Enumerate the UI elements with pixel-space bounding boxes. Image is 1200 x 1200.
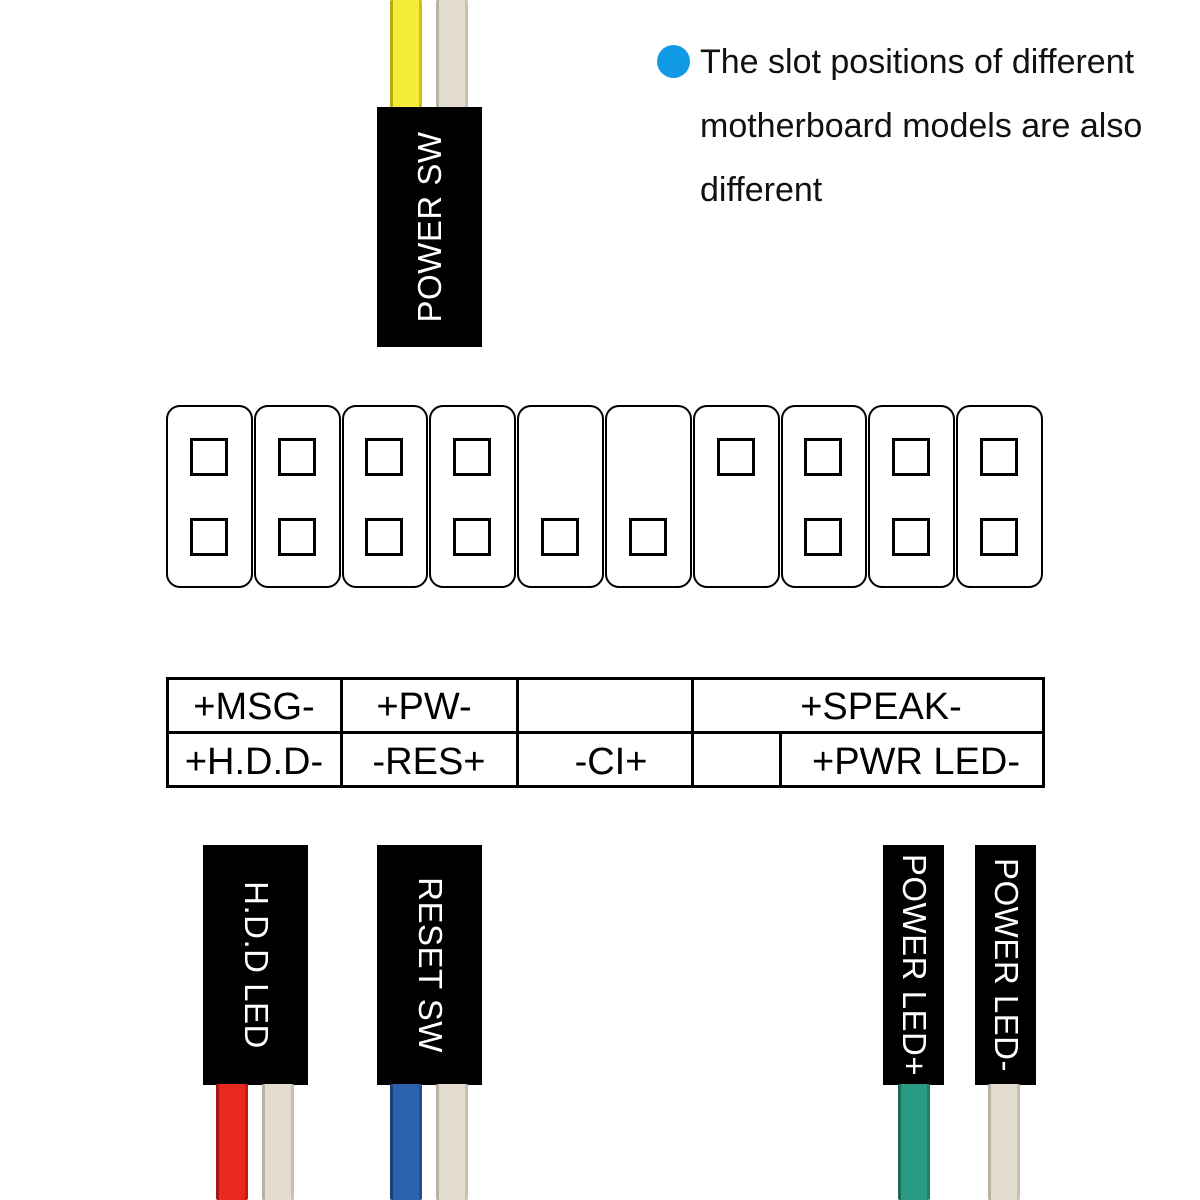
top-row-pin: [365, 438, 404, 476]
power-led-plus-label: POWER LED+: [895, 853, 933, 1077]
bottom-row-pin: [892, 518, 931, 556]
note-line-1: The slot positions of different: [700, 43, 1135, 81]
power-led-plus-label-box: POWER LED+: [883, 845, 944, 1085]
table-divider: [340, 677, 343, 788]
reset-sw-wire-signal: [390, 1084, 422, 1200]
label-msg: +MSG-: [193, 686, 315, 728]
top-row-pin: [804, 438, 843, 476]
hdd-led-wire-ground: [262, 1084, 294, 1200]
header-slot: [429, 405, 517, 588]
header-slot: [692, 405, 780, 588]
bottom-row-pin: [541, 518, 580, 556]
power-sw-wire-signal: [390, 0, 422, 110]
reset-sw-wire-ground: [436, 1084, 468, 1200]
top-row-pin: [189, 438, 228, 476]
top-row-pin: [277, 438, 316, 476]
hdd-led-label: H.D.D LED: [237, 881, 275, 1049]
top-row-pin: [716, 438, 755, 476]
table-divider: [691, 677, 694, 788]
bottom-row-pin: [453, 518, 492, 556]
bottom-row-pin: [980, 518, 1019, 556]
label-ci: -CI+: [574, 741, 648, 783]
power-sw-wire-ground: [436, 0, 468, 110]
bottom-row-pin: [804, 518, 843, 556]
power-led-plus-wire: [898, 1084, 930, 1200]
power-led-minus-wire: [988, 1084, 1020, 1200]
label-res: -RES+: [372, 741, 486, 783]
header-slot: [517, 405, 604, 588]
bullet-dot-icon: [657, 45, 690, 78]
front-panel-header: [166, 405, 1044, 588]
bottom-row-pin: [365, 518, 404, 556]
header-slot: [341, 405, 429, 588]
pin-label-table: +MSG- +PW- +SPEAK- +H.D.D- -RES+ -CI+ +P…: [166, 677, 1045, 788]
label-pwr-led: +PWR LED-: [812, 741, 1020, 783]
reset-sw-label-box: RESET SW: [377, 845, 482, 1085]
reset-sw-label: RESET SW: [411, 877, 449, 1053]
power-led-minus-label: POWER LED-: [987, 857, 1025, 1073]
top-row-pin: [453, 438, 492, 476]
header-slot: [868, 405, 956, 588]
top-row-pin: [892, 438, 931, 476]
top-row-pin: [980, 438, 1019, 476]
power-sw-label-box: POWER SW: [377, 107, 482, 347]
table-divider: [516, 677, 519, 788]
bottom-row-pin: [628, 518, 667, 556]
header-slot: [780, 405, 868, 588]
table-border-left: [166, 677, 169, 788]
power-sw-label: POWER SW: [410, 131, 448, 323]
header-slot: [605, 405, 692, 588]
header-slot: [166, 405, 253, 588]
hdd-led-wire-signal: [216, 1084, 248, 1200]
power-led-minus-label-box: POWER LED-: [975, 845, 1036, 1085]
header-slot: [253, 405, 341, 588]
table-divider: [779, 731, 782, 788]
note-line-2: motherboard models are also: [700, 107, 1143, 145]
table-border-top: [166, 677, 1045, 680]
hdd-led-label-box: H.D.D LED: [203, 845, 308, 1085]
header-slot: [956, 405, 1043, 588]
bottom-row-pin: [189, 518, 228, 556]
label-speak: +SPEAK-: [800, 686, 962, 728]
table-border-bottom: [166, 785, 1045, 788]
label-pw: +PW-: [376, 686, 472, 728]
bottom-row-pin: [277, 518, 316, 556]
note-line-3: different: [700, 171, 823, 209]
label-hdd: +H.D.D-: [184, 741, 324, 783]
table-border-middle: [166, 731, 1045, 734]
table-border-right: [1042, 677, 1045, 788]
